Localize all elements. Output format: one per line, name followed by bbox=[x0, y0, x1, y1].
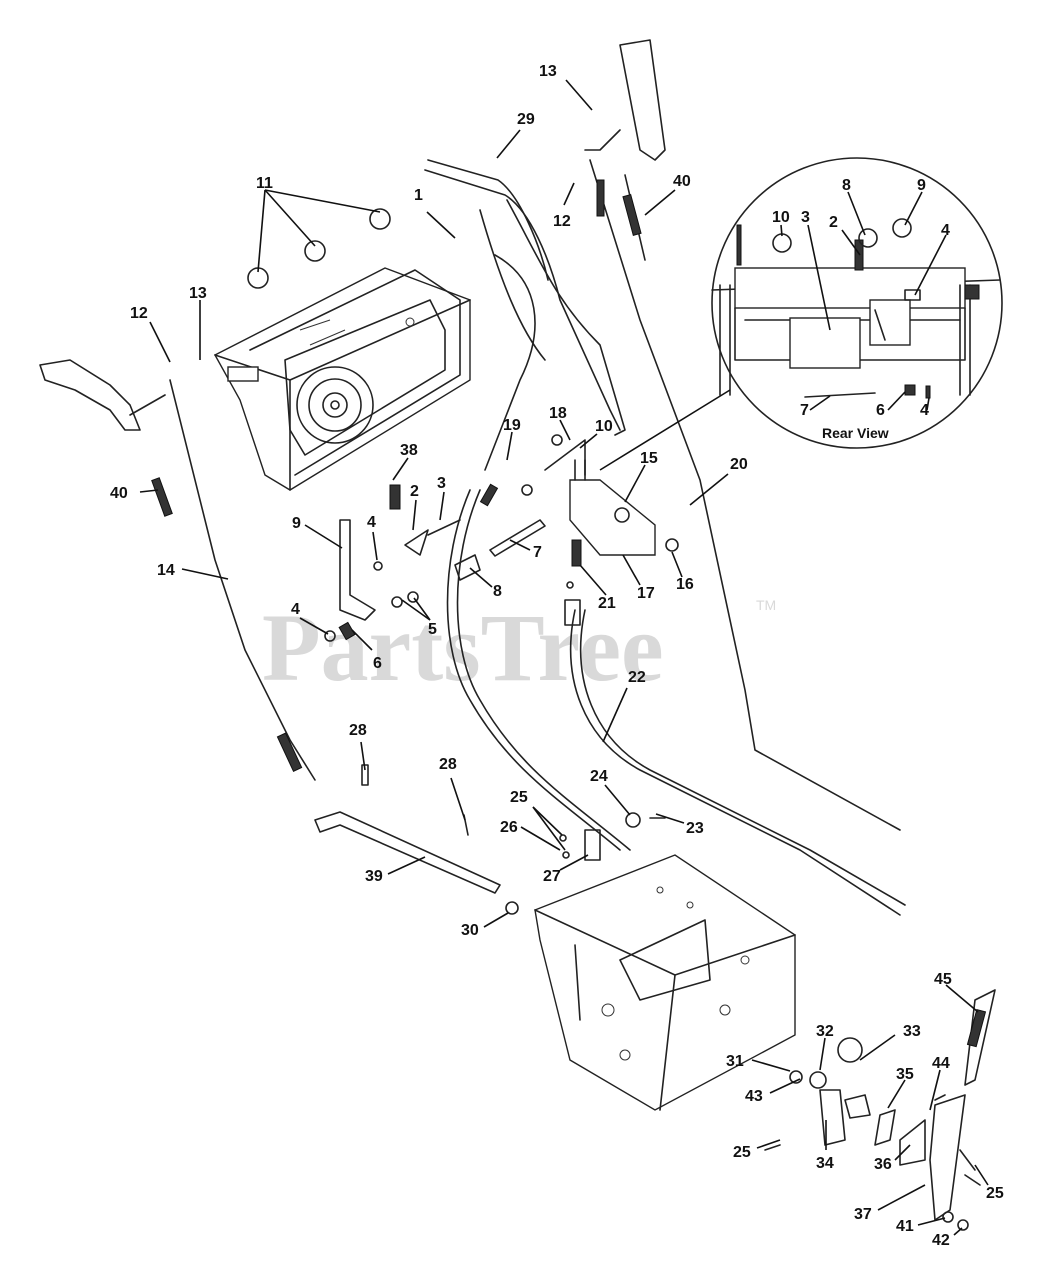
callout-20: 20 bbox=[730, 456, 748, 473]
inset-callout-7: 7 bbox=[800, 402, 809, 419]
inset-callout-3: 3 bbox=[801, 209, 810, 226]
callout-13-upper: 13 bbox=[539, 63, 557, 80]
callout-43: 43 bbox=[745, 1088, 763, 1105]
callout-26: 26 bbox=[500, 819, 518, 836]
callout-17: 17 bbox=[637, 585, 655, 602]
callout-6: 6 bbox=[373, 655, 382, 672]
callout-28-mid: 28 bbox=[439, 756, 457, 773]
callout-labels: 11 1 29 12 13 40 12 13 40 14 38 2 3 9 4 … bbox=[110, 63, 1004, 1249]
inset-connector-line bbox=[599, 389, 731, 471]
callout-29: 29 bbox=[517, 111, 535, 128]
callout-3: 3 bbox=[437, 475, 446, 492]
callout-42: 42 bbox=[932, 1232, 950, 1249]
lower-small-parts bbox=[361, 764, 666, 915]
callout-19: 19 bbox=[503, 417, 521, 434]
inset-callout-10: 10 bbox=[772, 209, 790, 226]
inset-callout-8: 8 bbox=[842, 177, 851, 194]
callout-7: 7 bbox=[533, 544, 542, 561]
callout-15: 15 bbox=[640, 450, 658, 467]
callout-25-lower-right: 25 bbox=[986, 1185, 1004, 1202]
inset-callout-4: 4 bbox=[941, 222, 950, 239]
callout-33: 33 bbox=[903, 1023, 921, 1040]
callout-22: 22 bbox=[628, 669, 646, 686]
leader-lines bbox=[139, 79, 989, 1236]
callout-14: 14 bbox=[157, 562, 175, 579]
callout-28-left: 28 bbox=[349, 722, 367, 739]
callout-4-left: 4 bbox=[291, 601, 300, 618]
callout-44: 44 bbox=[932, 1055, 950, 1072]
callout-41: 41 bbox=[896, 1218, 914, 1235]
callout-27: 27 bbox=[543, 868, 561, 885]
callout-4-center: 4 bbox=[367, 514, 376, 531]
callout-12-upper: 12 bbox=[553, 213, 571, 230]
watermark-tm: TM bbox=[756, 597, 776, 613]
callout-11: 11 bbox=[256, 175, 273, 192]
callout-37: 37 bbox=[854, 1206, 872, 1223]
callout-30: 30 bbox=[461, 922, 479, 939]
rods-and-cables bbox=[151, 159, 906, 916]
callout-32: 32 bbox=[816, 1023, 834, 1040]
callout-39: 39 bbox=[365, 868, 383, 885]
callout-25-mid: 25 bbox=[510, 789, 528, 806]
callout-40-left: 40 bbox=[110, 485, 128, 502]
rear-view-caption: Rear View bbox=[822, 425, 889, 441]
callout-5: 5 bbox=[428, 621, 437, 638]
callout-45: 45 bbox=[934, 971, 952, 988]
inset-callout-6: 6 bbox=[876, 402, 885, 419]
inset-callout-9: 9 bbox=[917, 177, 926, 194]
callout-31: 31 bbox=[726, 1053, 744, 1070]
left-handle bbox=[39, 359, 166, 431]
callout-23: 23 bbox=[686, 820, 704, 837]
callout-35: 35 bbox=[896, 1066, 914, 1083]
callout-21: 21 bbox=[598, 595, 616, 612]
callout-13-left: 13 bbox=[189, 285, 207, 302]
inset-callout-4-lower: 4 bbox=[920, 402, 929, 419]
inset-callout-2: 2 bbox=[829, 214, 838, 231]
callout-34: 34 bbox=[816, 1155, 834, 1172]
callout-2: 2 bbox=[410, 483, 419, 500]
upper-handle bbox=[424, 39, 666, 436]
callout-16: 16 bbox=[676, 576, 694, 593]
callout-1: 1 bbox=[414, 187, 423, 204]
callout-25-lower-left: 25 bbox=[733, 1144, 751, 1161]
callout-12-left: 12 bbox=[130, 305, 148, 322]
callout-36: 36 bbox=[874, 1156, 892, 1173]
watermark-text: PartsTree bbox=[262, 594, 664, 701]
callout-24: 24 bbox=[590, 768, 608, 785]
callout-38: 38 bbox=[400, 442, 418, 459]
lower-right-assembly bbox=[764, 989, 996, 1231]
callout-40-right: 40 bbox=[673, 173, 691, 190]
callout-9: 9 bbox=[292, 515, 301, 532]
dash-panel bbox=[214, 267, 471, 491]
callout-10: 10 bbox=[595, 418, 613, 435]
rear-view-inset bbox=[711, 157, 1003, 449]
control-bracket bbox=[324, 434, 679, 642]
housing-frame bbox=[534, 854, 796, 1111]
callout-18: 18 bbox=[549, 405, 567, 422]
callout-8: 8 bbox=[493, 583, 502, 600]
